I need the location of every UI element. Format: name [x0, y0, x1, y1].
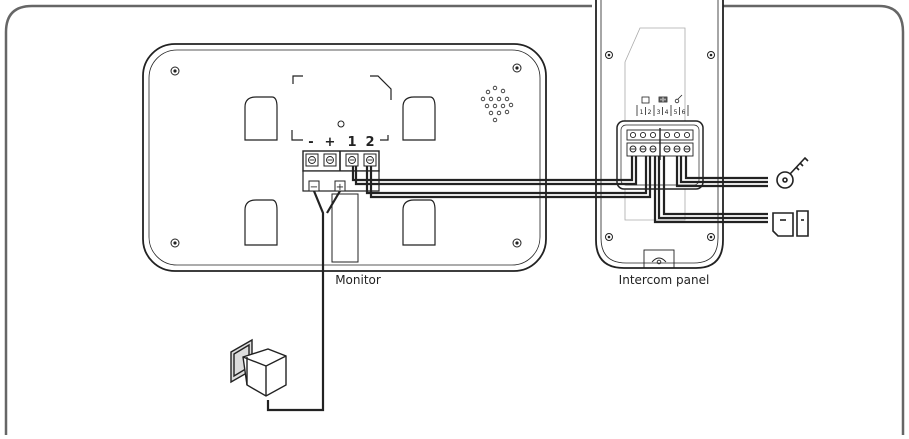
wire-monitor-1b: [354, 156, 638, 186]
wire-door-3: [662, 156, 768, 216]
terminal-label-minus: -: [308, 135, 313, 150]
mount-slot-2: [402, 96, 436, 141]
wire-lock-2: [679, 156, 768, 184]
wire-monitor-2: [365, 156, 648, 195]
monitor: - + 1 2 − + Monitor: [142, 43, 547, 287]
monitor-screw-bl: [170, 238, 180, 248]
terminal-number-4: 4: [665, 109, 669, 116]
door-contact-icon: [772, 210, 809, 237]
terminal-number-6: 6: [682, 109, 686, 116]
intercom-screw-br: [707, 233, 715, 241]
terminal-label-plus: +: [325, 135, 336, 150]
intercom-inner-outline: [600, 0, 719, 264]
wire-lock-3: [684, 156, 768, 180]
monitor-screw-tl: [170, 66, 180, 76]
power-minus-label: −: [310, 182, 318, 193]
center-hole: [337, 120, 345, 128]
monitor-screw-br: [512, 238, 522, 248]
monitor-screw-tr: [512, 63, 522, 73]
wire-lock-1: [675, 156, 768, 188]
terminal-label-1: 1: [347, 135, 356, 150]
wire-monitor-2b: [369, 156, 652, 199]
mount-bracket-outline: [291, 75, 392, 141]
wire-power-b: [326, 190, 341, 214]
wire-door-2: [657, 156, 768, 220]
cable-channel: [331, 193, 359, 263]
power-plus-label: +: [336, 182, 344, 193]
intercom-terminal-block: [626, 128, 694, 160]
terminal-number-2: 2: [648, 109, 652, 116]
adapter-body: [242, 348, 287, 397]
wire-monitor-1: [351, 156, 634, 182]
intercom-screw-tl: [605, 51, 613, 59]
mount-slot-4: [402, 199, 436, 246]
speaker-grille-icon: [480, 85, 514, 123]
intercom-caption: Intercom panel: [619, 273, 710, 287]
intercom-screw-tr: [707, 51, 715, 59]
terminal-label-2: 2: [365, 135, 374, 150]
intercom-bottom-module: [643, 249, 675, 269]
intercom-panel: 1 2 3 4 5 6 Intercom panel: [595, 0, 724, 287]
mount-slot-3: [244, 199, 278, 246]
mount-slot-1: [244, 96, 278, 141]
intercom-screw-bl: [605, 233, 613, 241]
wiring: [266, 156, 768, 412]
lock-key-icon: [776, 156, 809, 189]
terminal-function-icons: [641, 94, 683, 104]
terminal-number-5: 5: [674, 109, 678, 116]
power-adapter-icon: [230, 338, 287, 397]
monitor-inner-outline: [148, 49, 541, 266]
terminal-number-3: 3: [657, 109, 661, 116]
terminal-number-1: 1: [640, 109, 644, 116]
wire-power: [266, 190, 325, 412]
wire-door-1: [653, 156, 768, 224]
outer-frame: [4, 4, 905, 435]
monitor-caption: Monitor: [335, 273, 381, 287]
terminal-number-row: [636, 105, 689, 116]
